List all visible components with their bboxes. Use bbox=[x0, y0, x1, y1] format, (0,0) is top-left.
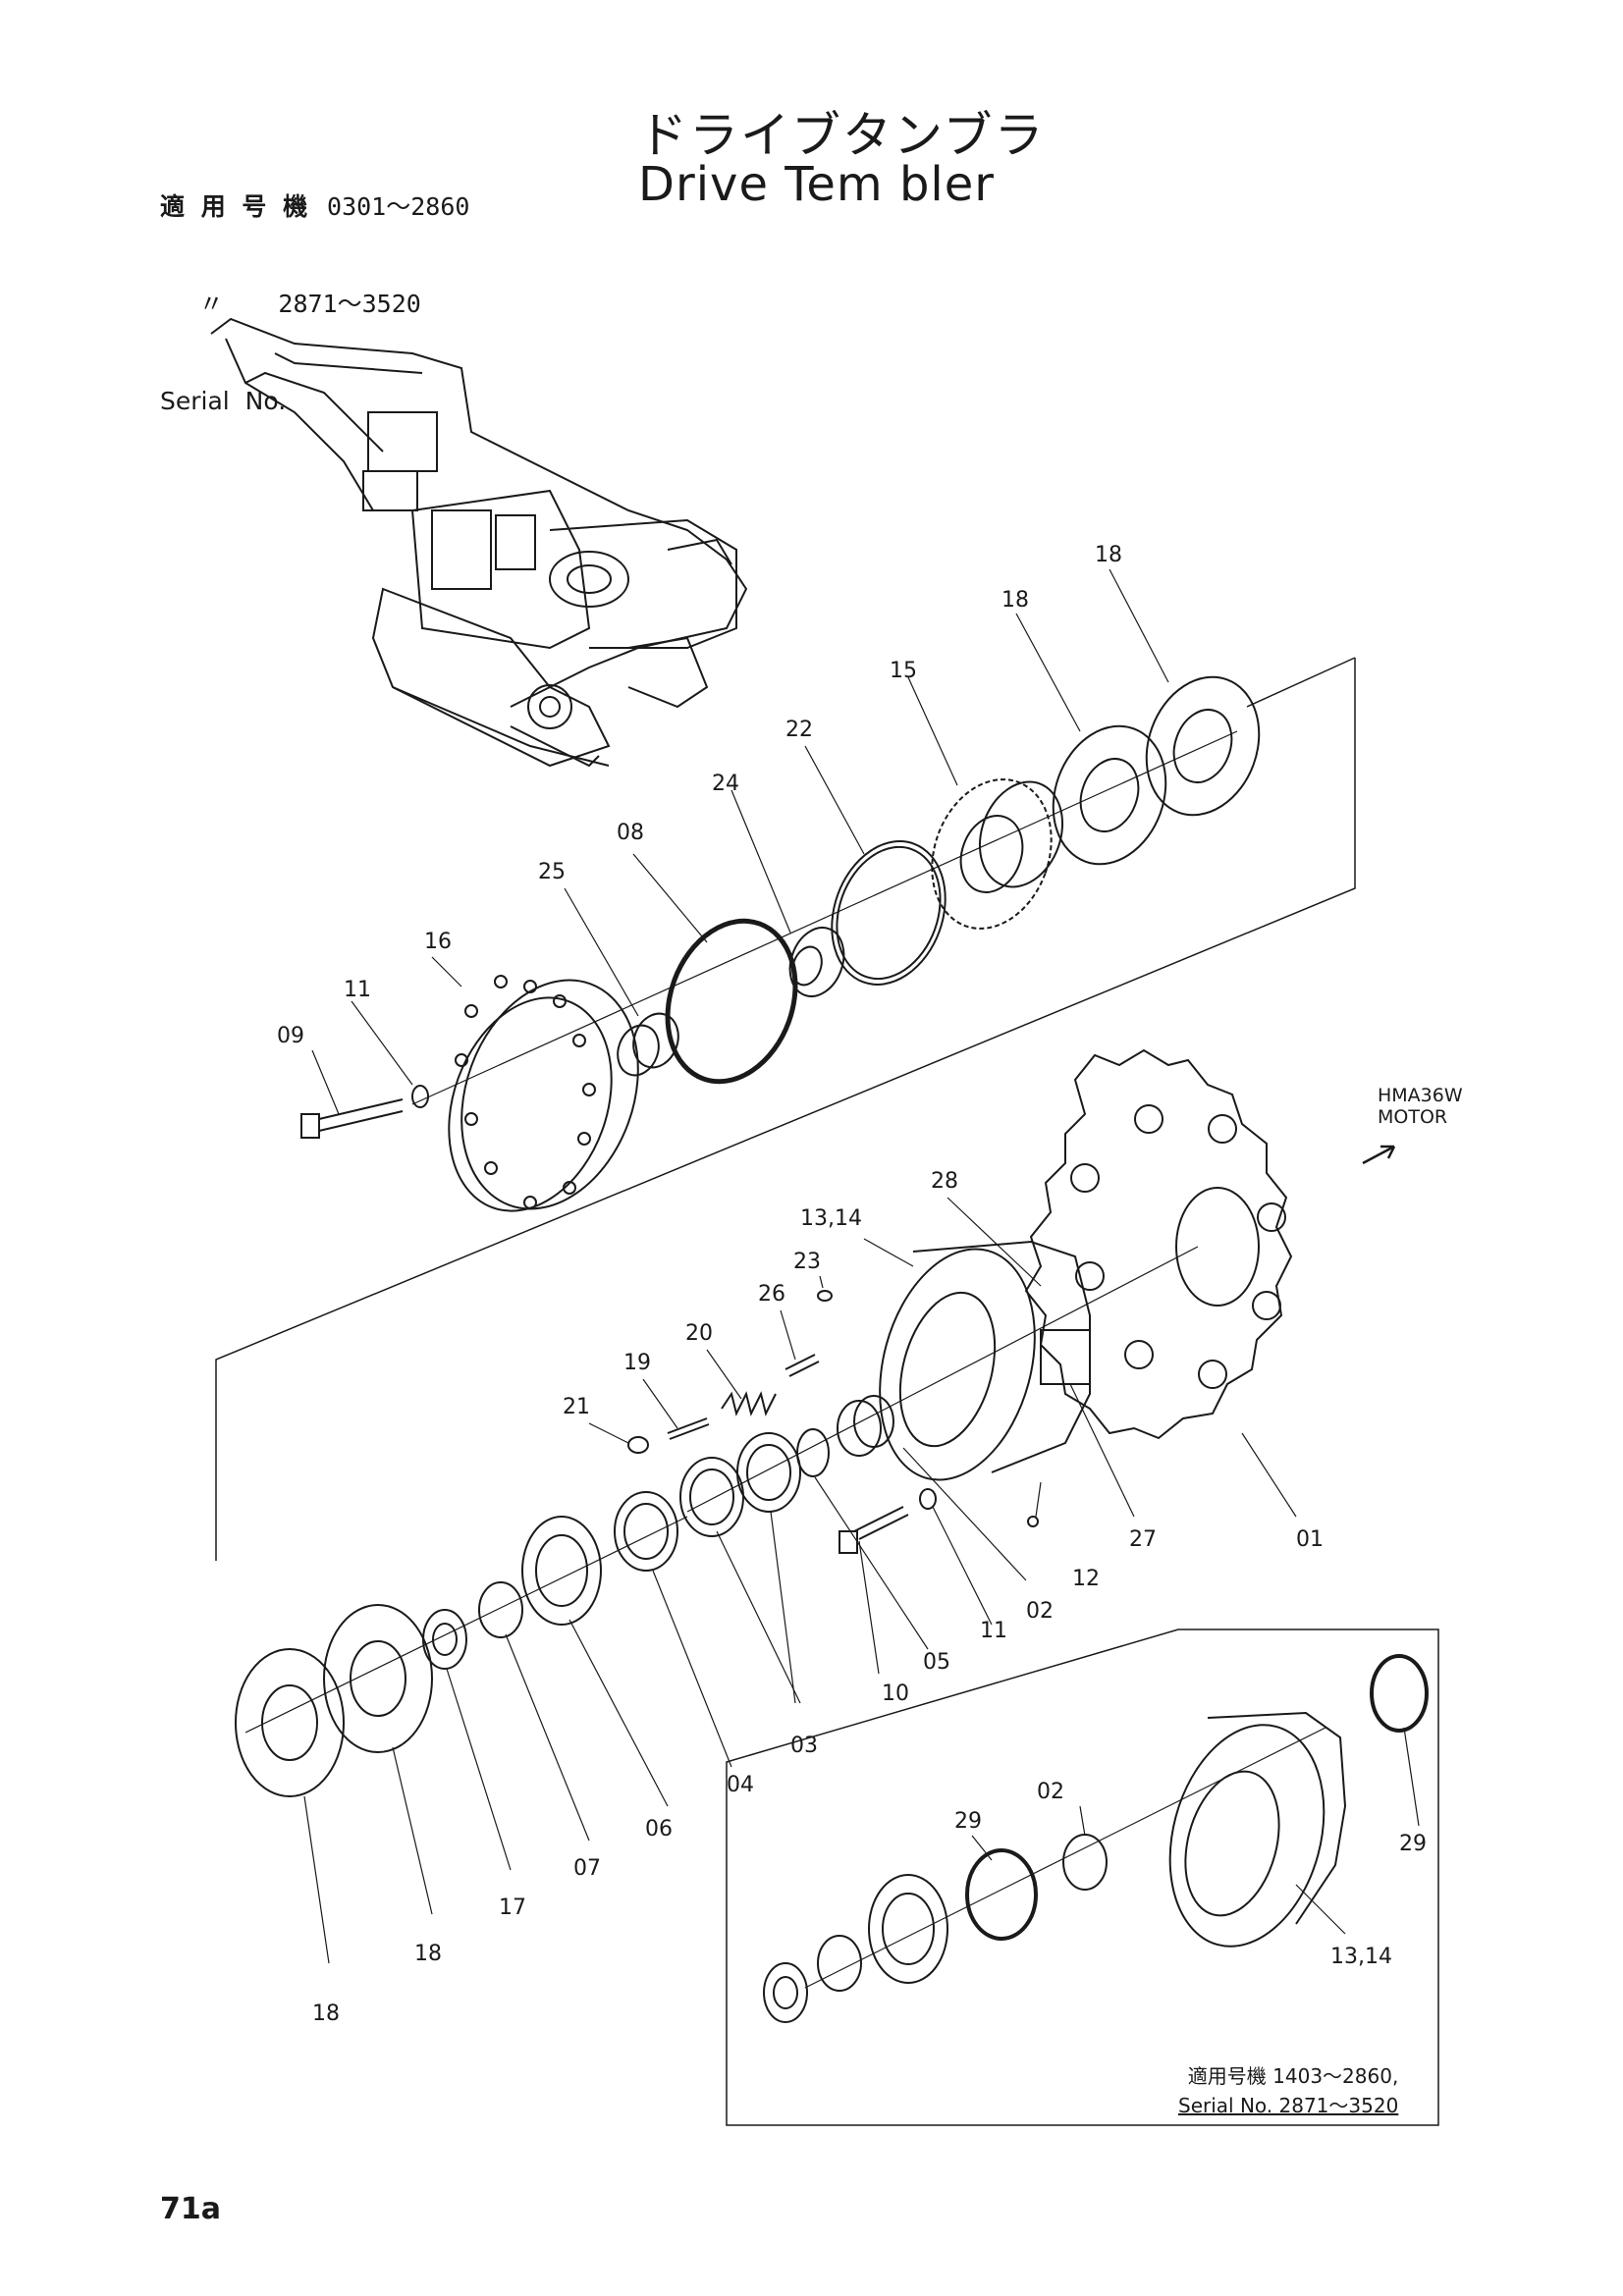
callout-10: 10 bbox=[882, 1682, 909, 1706]
frame-lines bbox=[215, 657, 1356, 1561]
callout-03: 03 bbox=[790, 1734, 818, 1758]
motor-arrow-icon bbox=[1362, 1145, 1396, 1165]
callout-labels: 18 18 15 22 24 08 25 16 11 09 28 13,14 2… bbox=[277, 543, 1427, 2026]
callout-15: 15 bbox=[890, 659, 917, 683]
motor-note: HMA36W MOTOR bbox=[1378, 1085, 1463, 1128]
callout-16: 16 bbox=[424, 930, 452, 954]
callout-01: 01 bbox=[1296, 1527, 1324, 1552]
callout-20: 20 bbox=[685, 1321, 713, 1346]
callout-24: 24 bbox=[712, 772, 739, 796]
serial-label-en: Serial No. bbox=[160, 387, 287, 415]
excavator-illustration bbox=[210, 317, 748, 768]
callout-11a: 11 bbox=[344, 978, 371, 1002]
callout-23: 23 bbox=[793, 1250, 821, 1274]
motor-label: MOTOR bbox=[1378, 1106, 1448, 1128]
page-number: 71a bbox=[160, 2192, 221, 2226]
callout-06: 06 bbox=[645, 1817, 673, 1842]
callout-09: 09 bbox=[277, 1024, 304, 1048]
hub-13-14 bbox=[686, 1240, 1199, 1513]
callout-29b: 29 bbox=[954, 1809, 982, 1834]
callout-07: 07 bbox=[573, 1856, 601, 1881]
callout-02a: 02 bbox=[1026, 1599, 1054, 1624]
motor-model: HMA36W bbox=[1378, 1085, 1463, 1106]
callout-25: 25 bbox=[538, 860, 566, 884]
callout-12: 12 bbox=[1072, 1567, 1100, 1591]
sprocket-01 bbox=[1024, 1048, 1293, 1440]
callout-27: 27 bbox=[1129, 1527, 1157, 1552]
callout-18a: 18 bbox=[1095, 543, 1122, 567]
inset-serial-jp: 適用号機 1403〜2860, bbox=[1187, 2064, 1399, 2088]
callout-08: 08 bbox=[617, 821, 644, 845]
callout-04: 04 bbox=[727, 1773, 754, 1797]
callout-19: 19 bbox=[623, 1351, 651, 1375]
inset-serial-note: 適用号機 1403〜2860, Serial No. 2871〜3520 bbox=[1178, 2061, 1398, 2120]
callout-18b: 18 bbox=[1001, 588, 1029, 613]
inset-frame bbox=[726, 1629, 1439, 2126]
inset-parts bbox=[763, 1654, 1429, 2023]
page-title-en: Drive Tem bler bbox=[638, 157, 996, 212]
callout-17: 17 bbox=[499, 1896, 526, 1920]
callout-11b: 11 bbox=[980, 1619, 1007, 1643]
callout-22: 22 bbox=[785, 718, 813, 742]
callout-28: 28 bbox=[931, 1169, 958, 1194]
serial-range-2: 2871〜3520 bbox=[278, 290, 421, 318]
inset-serial-en: Serial No. 2871〜3520 bbox=[1178, 2094, 1399, 2117]
upper-part-group bbox=[300, 675, 1261, 1212]
callout-05: 05 bbox=[923, 1650, 950, 1675]
serial-range-1: 0301〜2860 bbox=[327, 192, 470, 221]
callout-13-14b: 13,14 bbox=[1330, 1945, 1392, 1969]
small-parts bbox=[235, 1290, 1039, 1797]
callout-26: 26 bbox=[758, 1282, 785, 1307]
ditto-mark: 〃 bbox=[198, 290, 224, 318]
callout-18d: 18 bbox=[312, 2002, 340, 2026]
callout-29a: 29 bbox=[1399, 1832, 1427, 1856]
callout-18c: 18 bbox=[414, 1942, 442, 1966]
callout-13-14a: 13,14 bbox=[800, 1206, 862, 1231]
callout-02b: 02 bbox=[1037, 1780, 1064, 1804]
callout-21: 21 bbox=[563, 1395, 590, 1419]
leader-lines bbox=[303, 568, 1420, 1964]
serial-label-jp: 適 用 号 機 bbox=[160, 192, 312, 221]
serial-block: 適 用 号 機 0301〜2860 〃 2871〜3520 Serial No. bbox=[160, 126, 469, 450]
page-title-jp: ドライブタンブラ bbox=[638, 107, 1046, 164]
